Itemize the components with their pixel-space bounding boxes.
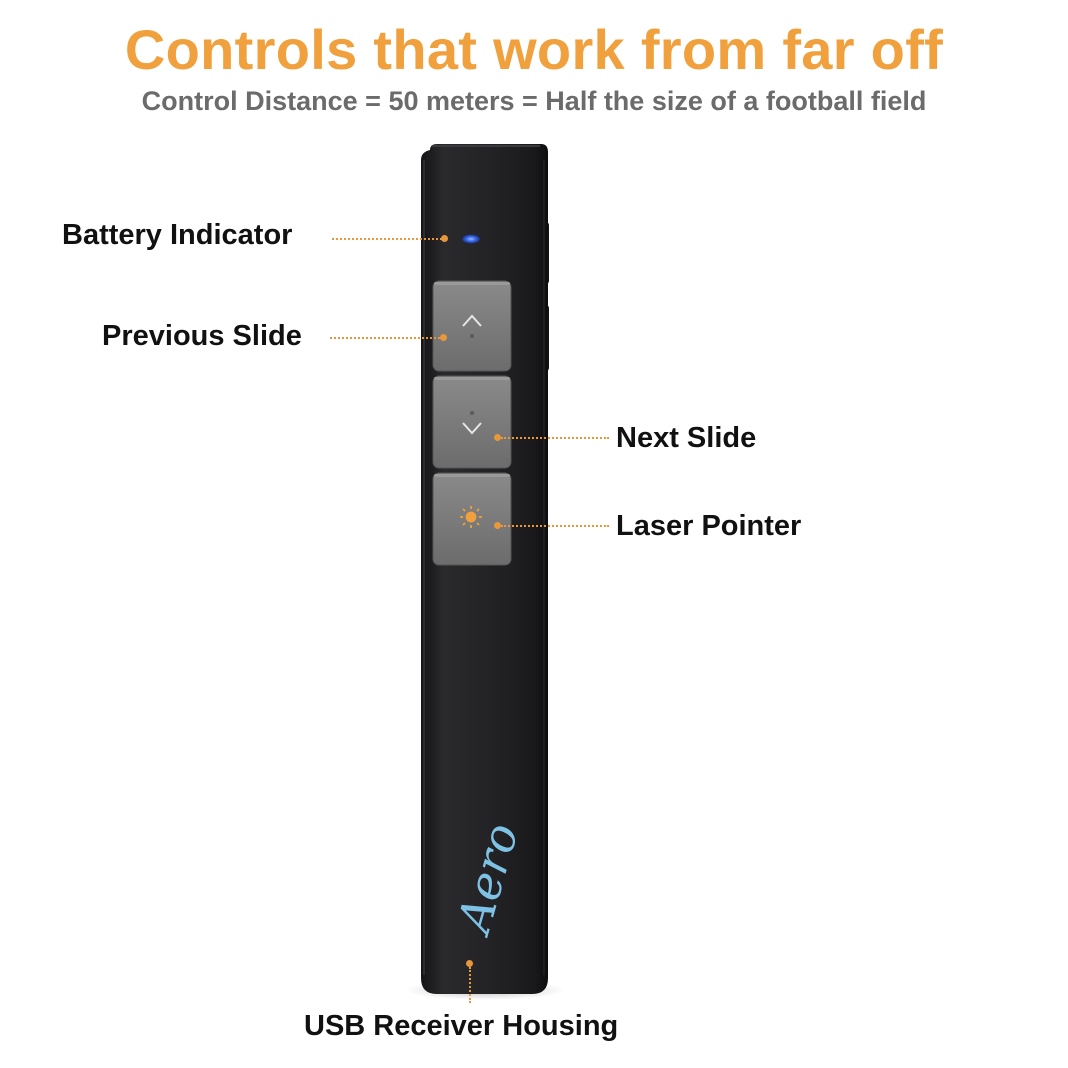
dot-next-slide (494, 434, 501, 441)
dot-battery-indicator (441, 235, 448, 242)
leader-previous-slide (330, 337, 440, 339)
chevron-up-icon (462, 314, 482, 327)
label-next-slide: Next Slide (616, 422, 757, 454)
next-slide-button (432, 375, 512, 469)
leader-laser-pointer (501, 525, 609, 527)
laser-pointer-button (432, 472, 512, 566)
chevron-down-icon (462, 422, 482, 435)
label-laser-pointer: Laser Pointer (616, 510, 802, 542)
leader-next-slide (501, 437, 609, 439)
label-usb-receiver-housing: USB Receiver Housing (304, 1010, 619, 1042)
sun-icon (460, 506, 482, 528)
dot-laser-pointer (494, 522, 501, 529)
label-previous-slide: Previous Slide (102, 320, 302, 352)
headline: Controls that work from far off (124, 18, 944, 81)
battery-led (462, 234, 480, 244)
dot-previous-slide (440, 334, 447, 341)
dot-usb-receiver-housing (466, 960, 473, 967)
label-battery-indicator: Battery Indicator (62, 219, 293, 251)
leader-battery-indicator (332, 238, 442, 240)
previous-slide-button (432, 280, 512, 372)
subheadline: Control Distance = 50 meters = Half the … (141, 86, 927, 116)
leader-usb-receiver-housing (469, 967, 471, 1003)
